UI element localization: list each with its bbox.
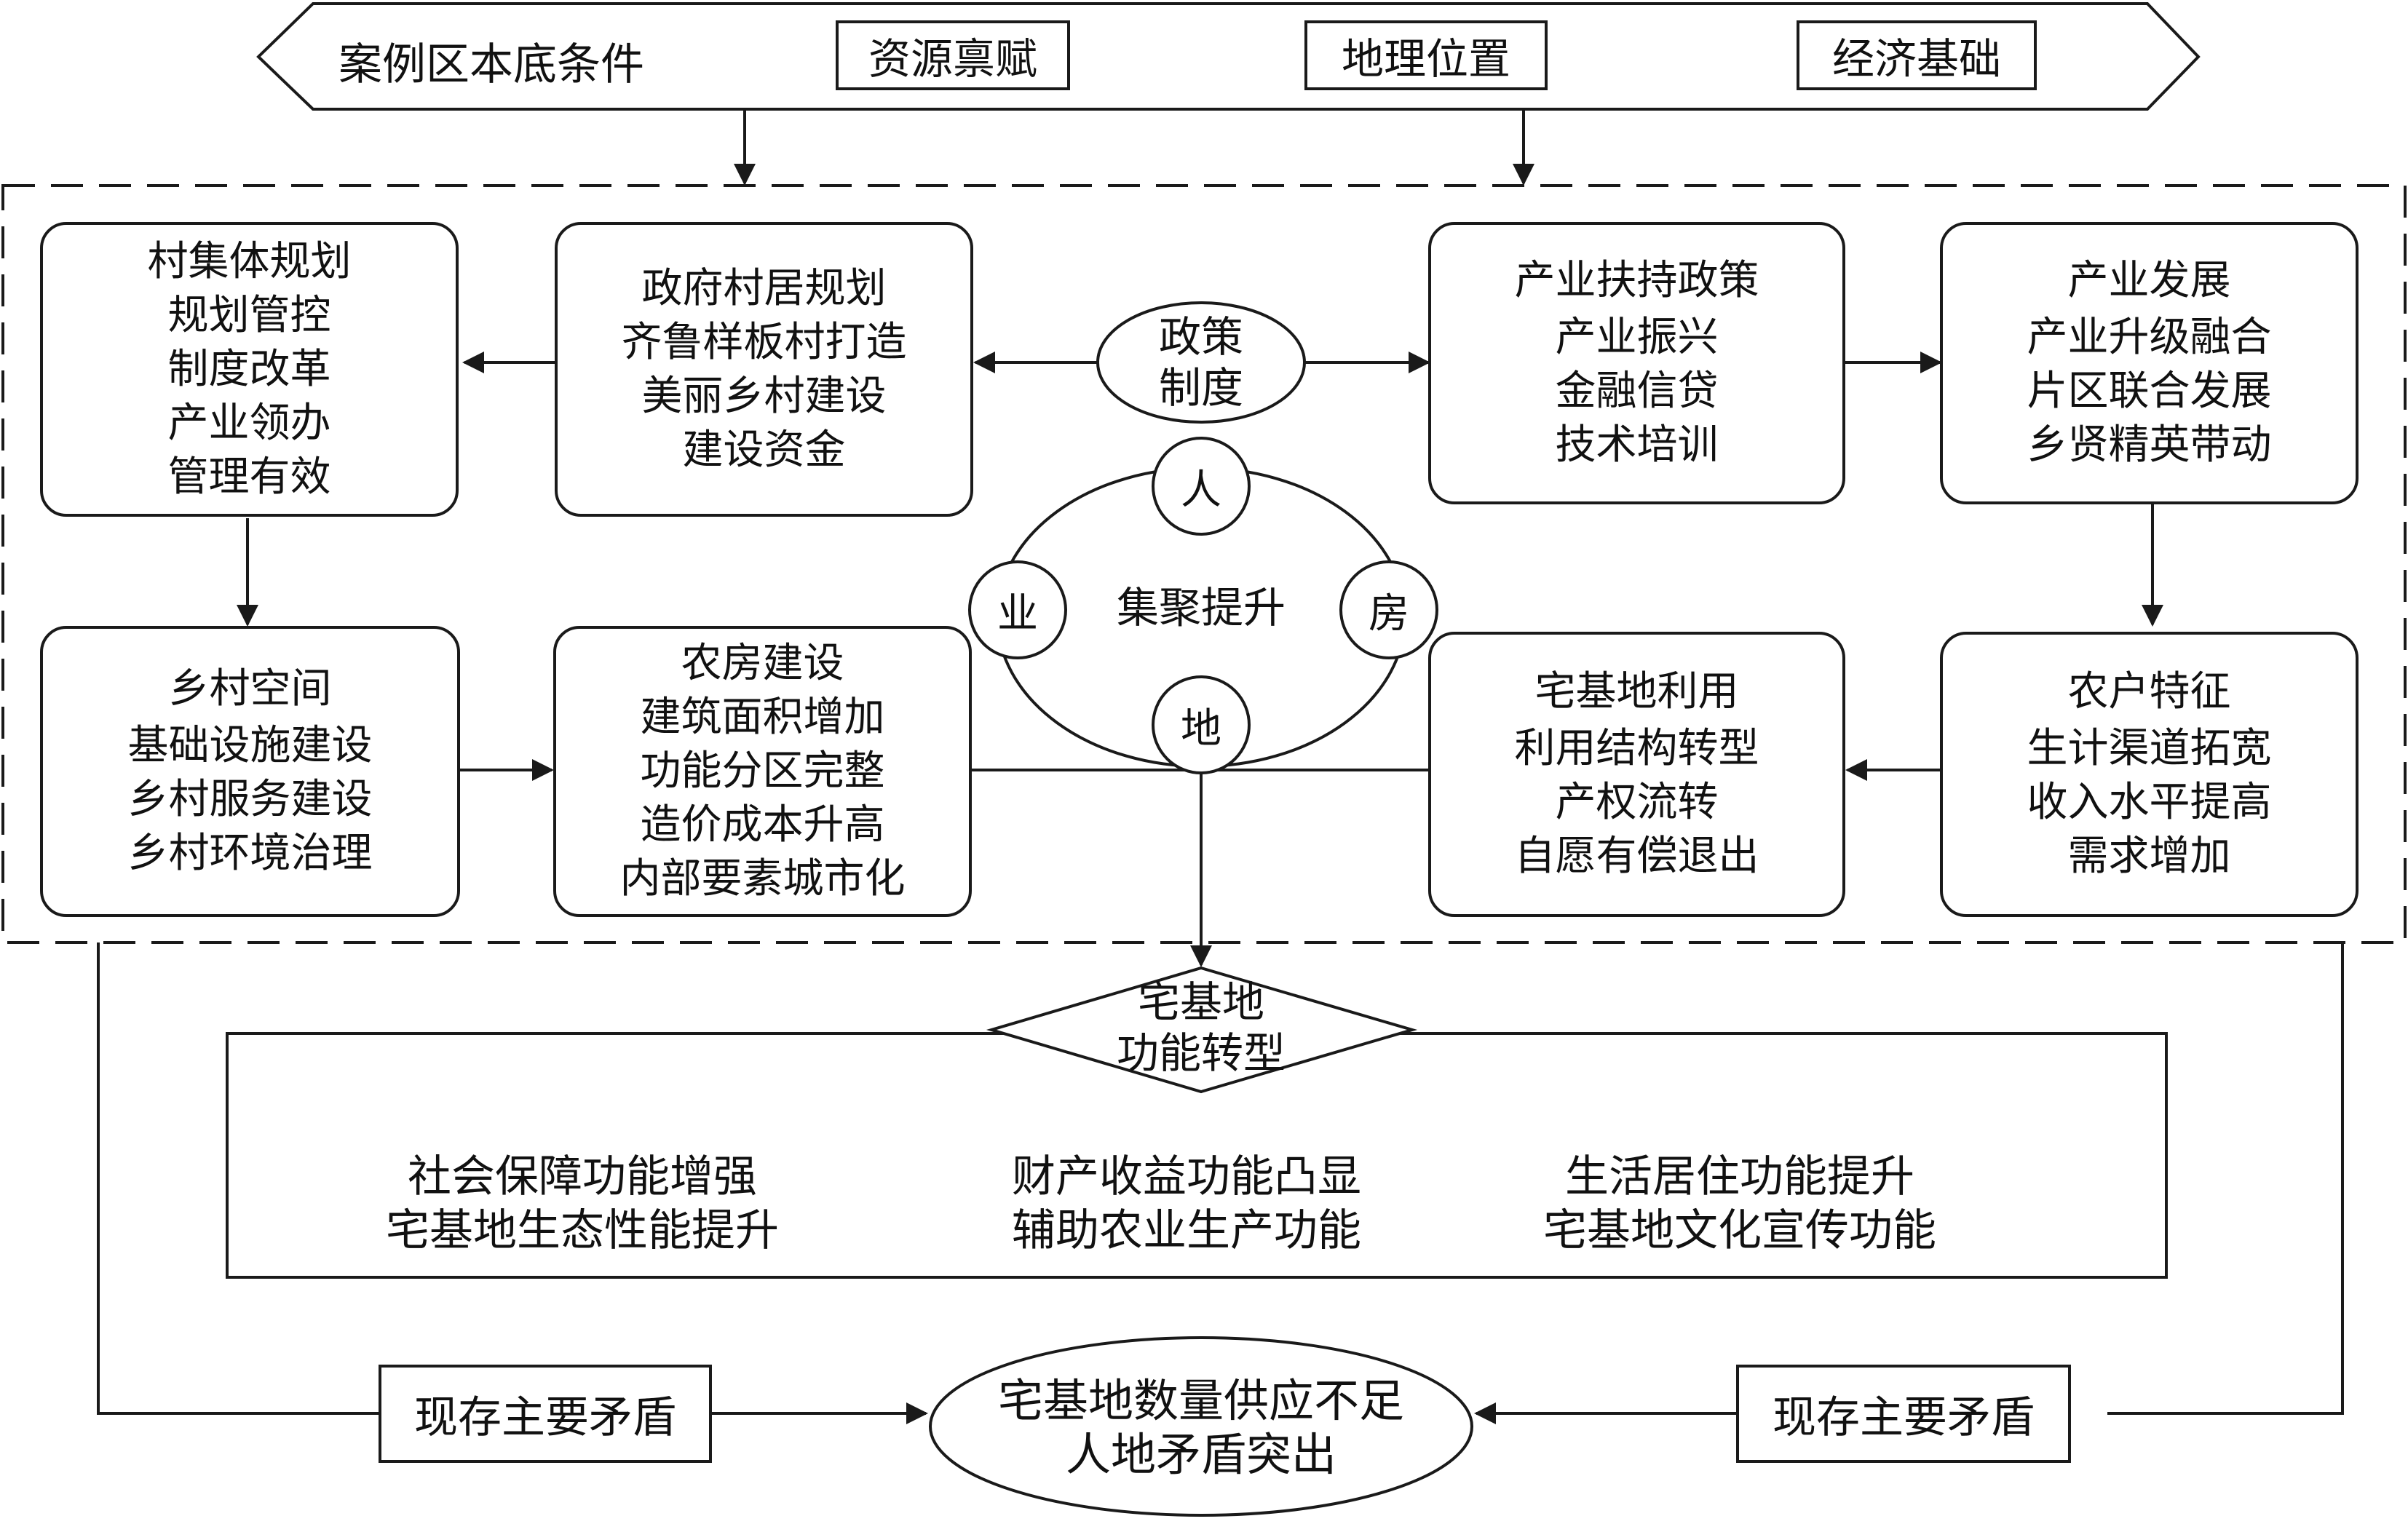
box-title: 政府村居规划	[641, 264, 887, 312]
box-item: 美丽乡村建设	[641, 372, 887, 420]
function-item: 宅基地文化宣传功能	[1543, 1205, 1936, 1256]
diamond-line: 宅基地	[1137, 977, 1264, 1027]
box-item: 产业领办	[167, 399, 331, 447]
function-item: 生活居住功能提升	[1565, 1151, 1914, 1202]
box-item: 利用结构转型	[1514, 725, 1759, 772]
function-group-middle: 财产收益功能凸显 辅助农业生产功能	[946, 1150, 1427, 1258]
function-item: 财产收益功能凸显	[1012, 1151, 1361, 1202]
box-item: 自愿有偿退出	[1514, 833, 1759, 880]
box-item: 基础设施建设	[127, 722, 373, 769]
policy-line: 政策	[1158, 312, 1243, 362]
box-item: 造价成本升高	[640, 801, 885, 849]
box-title: 乡村空间	[168, 665, 332, 713]
hub-satellite-housing: 房	[1339, 560, 1438, 659]
box-item: 规划管控	[167, 291, 331, 339]
box-item: 收入水平提高	[2027, 779, 2272, 826]
box-item: 产权流转	[1555, 779, 1719, 826]
hub-satellite-industry: 业	[968, 560, 1067, 659]
function-item: 社会保障功能增强	[408, 1151, 757, 1202]
box-item: 内部要素城市化	[619, 855, 906, 902]
box-industry-support-policy: 产业扶持政策 产业振兴 金融信贷 技术培训	[1428, 222, 1845, 504]
box-item: 建设资金	[682, 426, 846, 474]
box-item: 产业升级融合	[2027, 314, 2272, 361]
box-item: 乡村服务建设	[127, 776, 373, 823]
policy-line: 制度	[1158, 363, 1243, 413]
box-item: 需求增加	[2067, 833, 2231, 880]
box-item: 产业振兴	[1555, 314, 1719, 361]
function-item: 辅助农业生产功能	[1012, 1205, 1361, 1256]
policy-node: 政策 制度	[1114, 311, 1288, 413]
chip-resource-endowment: 资源禀赋	[836, 20, 1070, 90]
box-title: 村集体规划	[147, 237, 352, 285]
box-item: 功能分区完整	[640, 747, 885, 795]
hub-satellite-people: 人	[1152, 437, 1251, 536]
box-village-collective-planning: 村集体规划 规划管控 制度改革 产业领办 管理有效	[40, 222, 459, 517]
function-item: 宅基地生态性能提升	[386, 1205, 779, 1256]
function-transformation-label: 宅基地 功能转型	[1070, 977, 1332, 1079]
diamond-line: 功能转型	[1116, 1028, 1286, 1078]
box-farmhouse-construction: 农房建设 建筑面积增加 功能分区完整 造价成本升高 内部要素城市化	[553, 626, 972, 917]
banner-title: 案例区本底条件	[338, 39, 644, 90]
process-frame	[1, 184, 2407, 944]
function-group-left: 社会保障功能增强 宅基地生态性能提升	[313, 1150, 852, 1258]
box-item: 技术培训	[1555, 421, 1719, 469]
condition-banner-shape	[256, 2, 2201, 111]
conflict-oval-text: 宅基地数量供应不足 人地矛盾突出	[946, 1374, 1456, 1482]
conflict-oval-shape	[929, 1336, 1473, 1517]
box-industry-development: 产业发展 产业升级融合 片区联合发展 乡贤精英带动	[1940, 222, 2359, 504]
box-title: 宅基地利用	[1534, 668, 1739, 715]
function-group-right: 生活居住功能提升 宅基地文化宣传功能	[1456, 1150, 2024, 1258]
box-item: 建筑面积增加	[640, 694, 885, 741]
box-government-planning: 政府村居规划 齐鲁样板村打造 美丽乡村建设 建设资金	[555, 222, 973, 517]
box-rural-space: 乡村空间 基础设施建设 乡村服务建设 乡村环境治理	[40, 626, 460, 917]
conflict-label-left: 现存主要矛盾	[379, 1365, 712, 1463]
box-item: 管理有效	[167, 453, 331, 501]
box-title: 产业扶持政策	[1514, 257, 1759, 304]
box-item: 乡村环境治理	[127, 830, 373, 877]
function-diamond-shape	[986, 966, 1418, 1094]
box-title: 农房建设	[681, 640, 844, 687]
box-item: 生计渠道拓宽	[2027, 725, 2272, 772]
hub-satellite-land: 地	[1152, 675, 1251, 774]
box-item: 齐鲁样板村打造	[621, 318, 907, 366]
box-homestead-utilization: 宅基地利用 利用结构转型 产权流转 自愿有偿退出	[1428, 632, 1845, 917]
box-item: 乡贤精英带动	[2027, 421, 2272, 469]
chip-economic-foundation: 经济基础	[1797, 20, 2037, 90]
hub-center-label: 集聚提升	[1116, 583, 1286, 632]
box-title: 农户特征	[2067, 668, 2231, 715]
conflict-line: 人地矛盾突出	[1065, 1428, 1336, 1481]
box-farmer-characteristics: 农户特征 生计渠道拓宽 收入水平提高 需求增加	[1940, 632, 2359, 917]
conflict-line: 宅基地数量供应不足	[997, 1374, 1404, 1427]
box-item: 金融信贷	[1555, 368, 1719, 415]
conflict-label-right: 现存主要矛盾	[1736, 1365, 2071, 1463]
box-item: 片区联合发展	[2027, 368, 2272, 415]
chip-geographic-location: 地理位置	[1304, 20, 1548, 90]
box-title: 产业发展	[2067, 257, 2231, 304]
box-item: 制度改革	[167, 345, 331, 393]
